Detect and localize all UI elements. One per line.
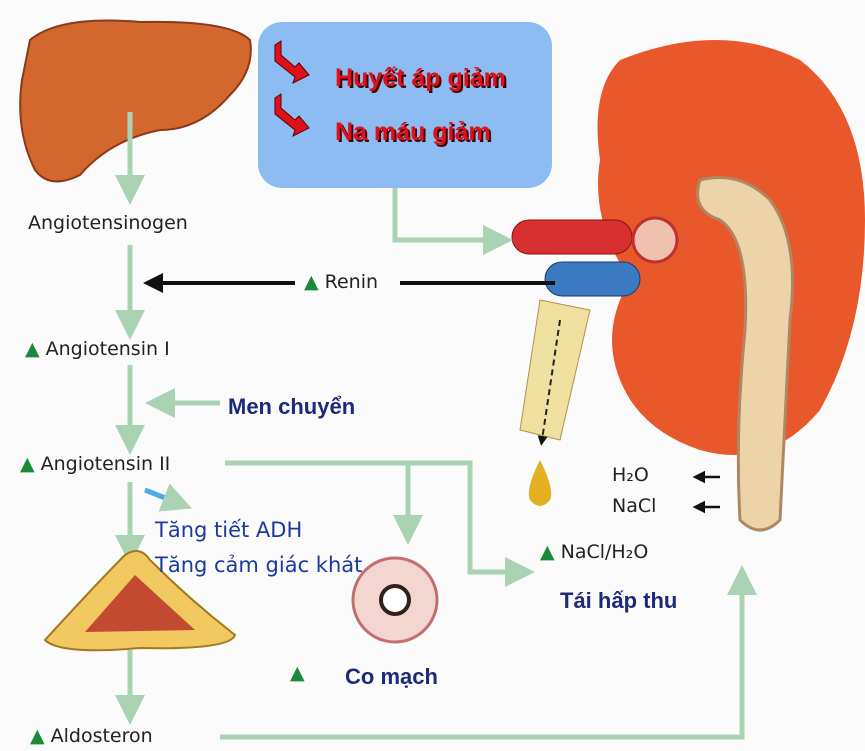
callout-sodium: Na máu giảm	[335, 118, 491, 146]
urine-drop	[528, 460, 552, 506]
label-angiotensinogen: Angiotensinogen	[28, 212, 188, 234]
label-nacl: NaCl	[612, 495, 657, 517]
label-tai-hap-thu: Tái hấp thu	[560, 588, 678, 613]
kidney-illustration	[597, 40, 865, 455]
vein	[544, 261, 641, 297]
nephron-tubule	[696, 176, 794, 532]
red-arrow-icon	[274, 93, 310, 137]
red-arrow-icon	[274, 40, 310, 84]
label-aldosteron: ▲Aldosteron	[30, 725, 153, 747]
increase-arrow-icon: ▲	[20, 453, 35, 475]
ureter	[519, 299, 591, 441]
label-h2o: H₂O	[612, 464, 649, 486]
increase-arrow-icon: ▲	[304, 271, 319, 293]
label-co-mach: Co mạch	[345, 664, 438, 689]
liver-illustration	[19, 19, 252, 183]
glomerulus	[631, 216, 679, 264]
increase-arrow-icon: ▲	[290, 662, 305, 684]
flow-arrows	[115, 112, 757, 740]
artery	[511, 219, 633, 255]
increase-arrow-icon: ▲	[30, 725, 45, 747]
label-thirst: Tăng cảm giác khát	[155, 553, 363, 577]
increase-arrow-icon: ▲	[540, 541, 555, 563]
label-men-chuyen: Men chuyển	[228, 394, 356, 419]
label-angiotensin-1: ▲Angiotensin I	[25, 338, 170, 360]
label-adh: Tăng tiết ADH	[155, 518, 303, 542]
callout-box	[258, 22, 552, 188]
label-renin: ▲Renin	[300, 271, 383, 293]
callout-blood-pressure: Huyết áp giảm	[335, 64, 506, 92]
increase-arrow-icon: ▲	[25, 338, 40, 360]
label-nacl-h2o: ▲NaCl/H₂O	[540, 541, 649, 563]
label-angiotensin-2: ▲Angiotensin II	[20, 453, 171, 475]
